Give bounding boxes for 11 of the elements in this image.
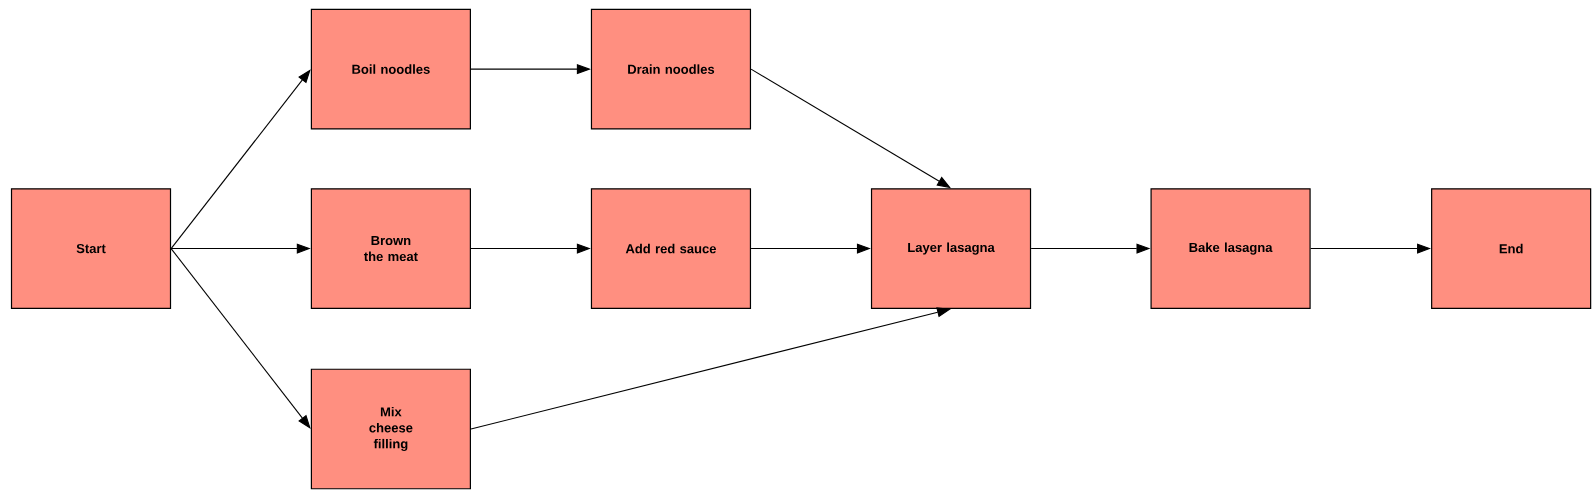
process-box: End bbox=[1431, 188, 1592, 309]
process-box: Drain noodles bbox=[590, 8, 752, 130]
process-box: Add red sauce bbox=[590, 188, 752, 309]
process-box: Boil noodles bbox=[310, 8, 471, 130]
arrow bbox=[170, 247, 311, 429]
process-box: Start bbox=[10, 188, 172, 309]
process-box: Brown the meat bbox=[310, 188, 471, 309]
process-box: Layer lasagna bbox=[870, 188, 1032, 309]
arrow bbox=[170, 69, 311, 250]
process-box: Bake lasagna bbox=[1150, 188, 1311, 309]
process-box: Mix cheese filling bbox=[310, 368, 471, 490]
